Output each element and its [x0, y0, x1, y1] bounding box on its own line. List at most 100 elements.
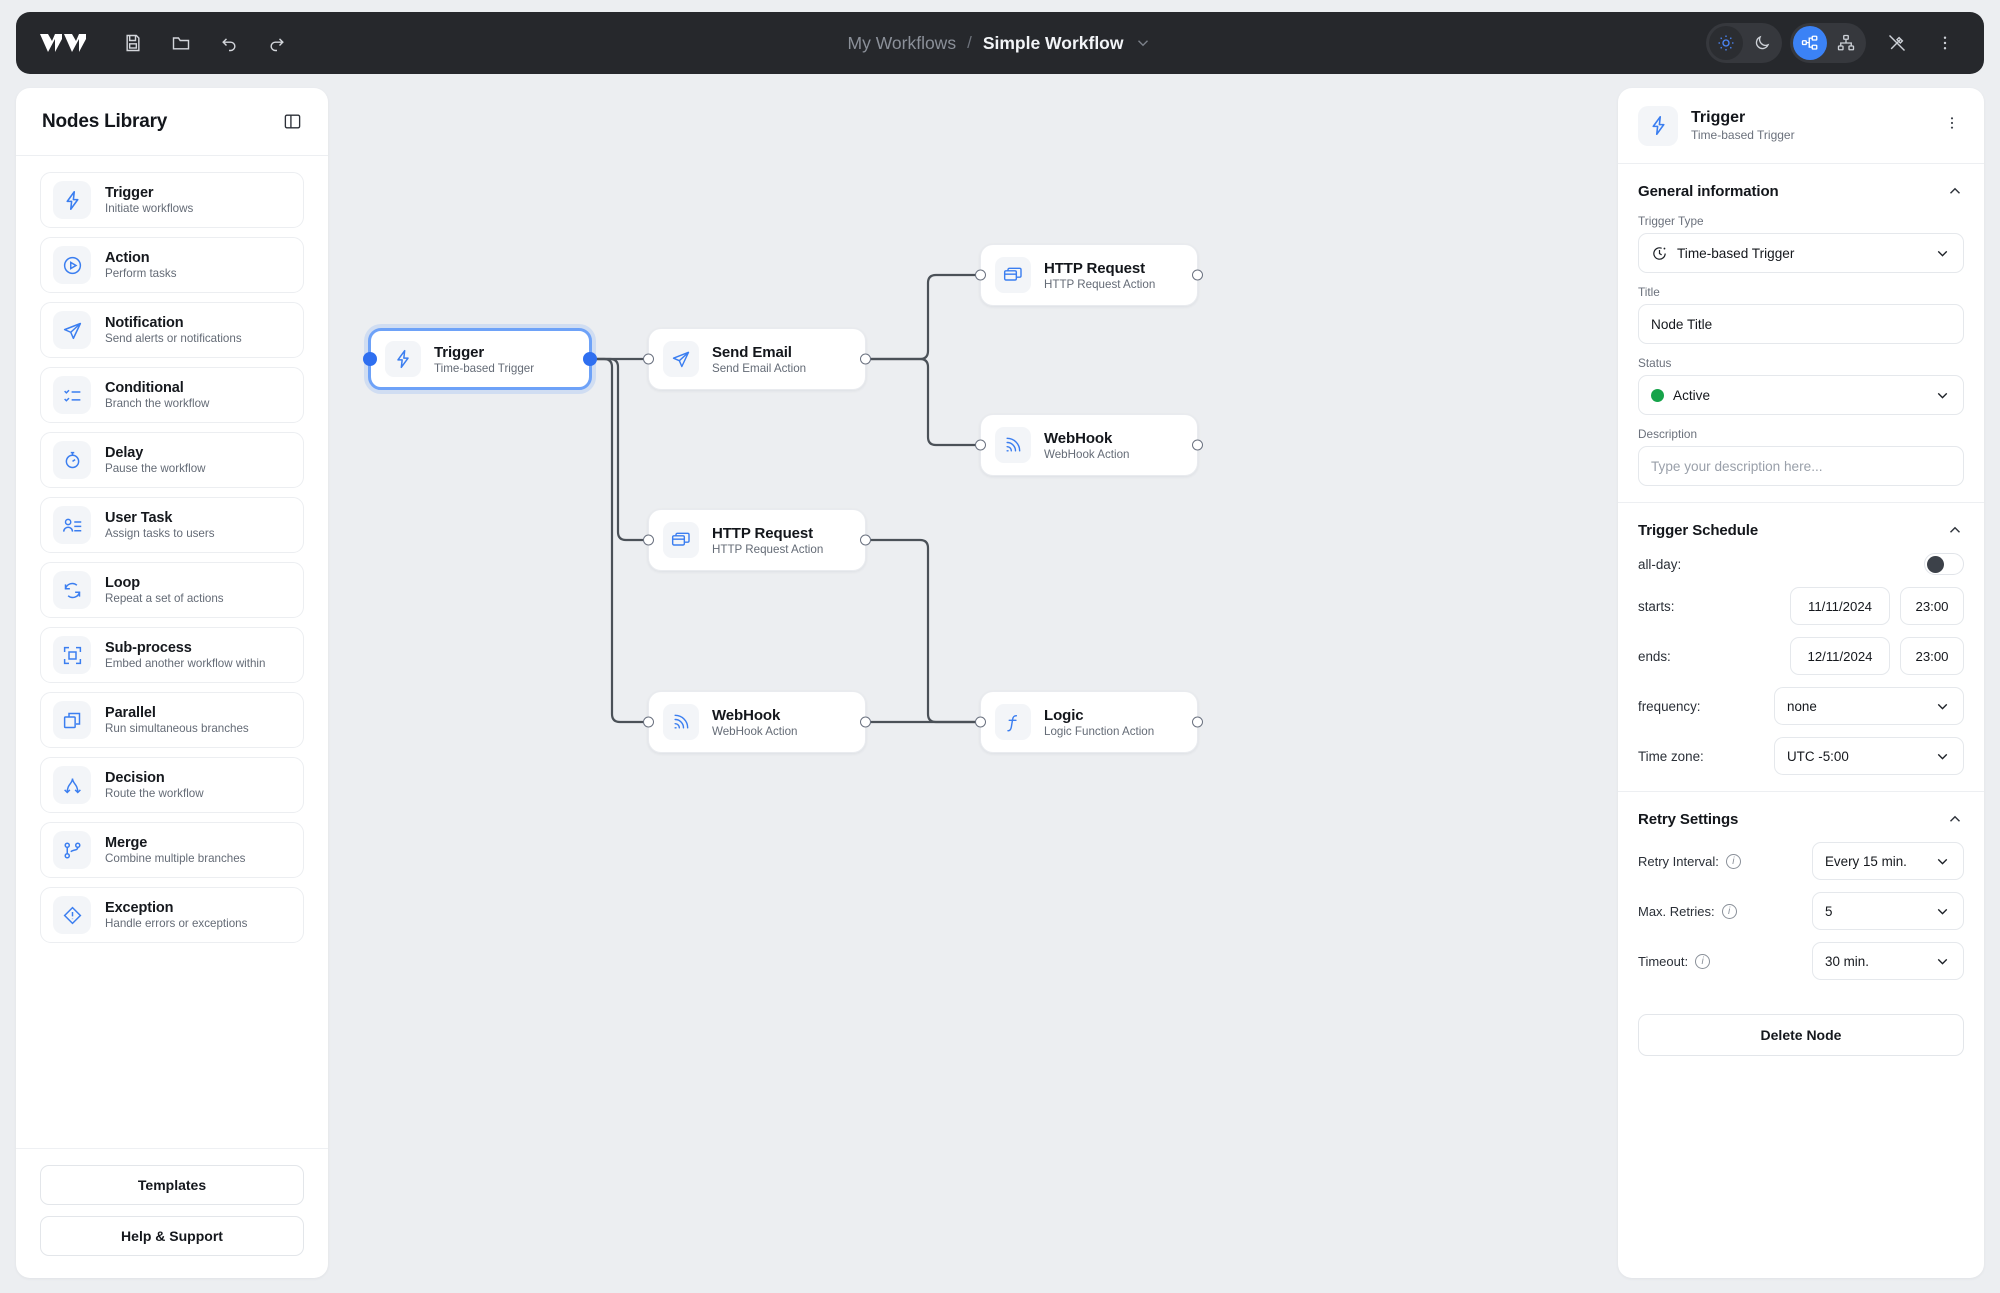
canvas-node-logic[interactable]: Logic Logic Function Action [975, 691, 1203, 753]
node-output-port[interactable] [1192, 439, 1203, 451]
open-folder-icon[interactable] [168, 30, 194, 56]
timeout-select[interactable]: 30 min. [1812, 942, 1964, 980]
timezone-select[interactable]: UTC -5:00 [1774, 737, 1964, 775]
starts-time-input[interactable]: 23:00 [1900, 587, 1964, 625]
sidebar-item-merge[interactable]: Merge Combine multiple branches [40, 822, 304, 878]
title-label: Title [1638, 285, 1660, 299]
node-input-port[interactable] [643, 716, 654, 728]
retry-interval-select[interactable]: Every 15 min. [1812, 842, 1964, 880]
node-input-port[interactable] [363, 352, 377, 366]
save-icon[interactable] [120, 30, 146, 56]
chevron-up-icon[interactable] [1946, 182, 1964, 200]
section-header-schedule[interactable]: Trigger Schedule [1638, 521, 1964, 539]
canvas-node-trigger[interactable]: Trigger Time-based Trigger [363, 328, 597, 390]
description-input[interactable]: Type your description here... [1638, 446, 1964, 486]
sun-icon[interactable] [1709, 26, 1743, 60]
workflow-logo[interactable] [38, 30, 90, 56]
canvas-node-webhook-2[interactable]: WebHook WebHook Action [643, 691, 871, 753]
chevron-up-icon[interactable] [1946, 810, 1964, 828]
node-input-port[interactable] [975, 439, 986, 451]
node-input-port[interactable] [643, 534, 654, 546]
chevron-down-icon[interactable] [1934, 245, 1951, 262]
sidebar-item-exception[interactable]: Exception Handle errors or exceptions [40, 887, 304, 943]
lightning-icon [1638, 105, 1678, 146]
sidebar-item-notification[interactable]: Notification Send alerts or notification… [40, 302, 304, 358]
canvas-node-http-request-1[interactable]: HTTP Request HTTP Request Action [975, 244, 1203, 306]
ends-date-input[interactable]: 12/11/2024 [1790, 637, 1890, 675]
delete-node-button[interactable]: Delete Node [1638, 1014, 1964, 1056]
status-dot-icon [1651, 388, 1664, 402]
decision-icon [53, 766, 91, 804]
panel-collapse-icon[interactable] [283, 112, 302, 131]
node-output-port[interactable] [1192, 716, 1203, 728]
sidebar-item-loop[interactable]: Loop Repeat a set of actions [40, 562, 304, 618]
node-label: Action [105, 250, 150, 266]
section-title: Trigger Schedule [1638, 521, 1759, 539]
canvas-node-subtitle: Logic Function Action [1044, 724, 1155, 738]
canvas-node-subtitle: WebHook Action [1044, 447, 1130, 461]
node-output-port[interactable] [860, 353, 871, 365]
ends-time-input[interactable]: 23:00 [1900, 637, 1964, 675]
redo-icon[interactable] [264, 30, 290, 56]
sidebar-item-decision[interactable]: Decision Route the workflow [40, 757, 304, 813]
frequency-select[interactable]: none [1774, 687, 1964, 725]
chevron-down-icon[interactable] [1934, 903, 1951, 920]
node-input-port[interactable] [643, 353, 654, 365]
sidebar-item-parallel[interactable]: Parallel Run simultaneous branches [40, 692, 304, 748]
chevron-down-icon[interactable] [1134, 34, 1152, 52]
workflow-canvas[interactable]: Trigger Time-based Trigger Send Email Se… [328, 88, 1618, 1278]
chevron-down-icon[interactable] [1934, 748, 1951, 765]
info-icon[interactable]: i [1695, 953, 1711, 969]
breadcrumb-parent[interactable]: My Workflows [847, 32, 957, 53]
max-retries-select[interactable]: 5 [1812, 892, 1964, 930]
canvas-node-http-request-2[interactable]: HTTP Request HTTP Request Action [643, 509, 871, 571]
canvas-node-title: Send Email [712, 343, 792, 361]
sidebar-item-conditional[interactable]: Conditional Branch the workflow [40, 367, 304, 423]
title-input[interactable]: Node Title [1638, 304, 1964, 344]
undo-icon[interactable] [216, 30, 242, 56]
canvas-node-webhook-1[interactable]: WebHook WebHook Action [975, 414, 1203, 476]
panel-subtitle: Time-based Trigger [1691, 128, 1795, 142]
section-title: General information [1638, 182, 1779, 200]
magic-wand-off-icon[interactable] [1880, 26, 1914, 60]
chevron-down-icon[interactable] [1934, 387, 1951, 404]
retry-interval-label: Retry Interval: [1638, 853, 1719, 869]
more-vertical-icon[interactable] [1940, 111, 1964, 140]
node-output-port[interactable] [1192, 269, 1203, 281]
section-header-retry[interactable]: Retry Settings [1638, 810, 1964, 828]
chevron-up-icon[interactable] [1946, 521, 1964, 539]
chevron-down-icon[interactable] [1934, 698, 1951, 715]
node-description: Run simultaneous branches [105, 722, 249, 735]
sidebar-item-user-task[interactable]: User Task Assign tasks to users [40, 497, 304, 553]
templates-button[interactable]: Templates [40, 1165, 304, 1205]
canvas-node-send-email[interactable]: Send Email Send Email Action [643, 328, 871, 390]
stopwatch-icon [53, 441, 91, 479]
tree-layout-icon[interactable] [1829, 26, 1863, 60]
all-day-toggle[interactable] [1924, 553, 1964, 575]
info-icon[interactable]: i [1725, 853, 1741, 869]
node-input-port[interactable] [975, 269, 986, 281]
canvas-node-title: Logic [1044, 706, 1084, 724]
node-output-port[interactable] [860, 534, 871, 546]
help-support-button[interactable]: Help & Support [40, 1216, 304, 1256]
starts-date-input[interactable]: 11/11/2024 [1790, 587, 1890, 625]
chevron-down-icon[interactable] [1934, 953, 1951, 970]
moon-icon[interactable] [1745, 26, 1779, 60]
node-label: Loop [105, 575, 141, 591]
sidebar-item-trigger[interactable]: Trigger Initiate workflows [40, 172, 304, 228]
graph-layout-icon[interactable] [1793, 26, 1827, 60]
sidebar-item-sub-process[interactable]: Sub-process Embed another workflow withi… [40, 627, 304, 683]
sidebar-item-action[interactable]: Action Perform tasks [40, 237, 304, 293]
status-select[interactable]: Active [1638, 375, 1964, 415]
info-icon[interactable]: i [1721, 903, 1737, 919]
node-input-port[interactable] [975, 716, 986, 728]
sidebar-item-delay[interactable]: Delay Pause the workflow [40, 432, 304, 488]
node-label: Parallel [105, 705, 156, 721]
section-header-general[interactable]: General information [1638, 182, 1964, 200]
chevron-down-icon[interactable] [1934, 853, 1951, 870]
trigger-type-select[interactable]: Time-based Trigger [1638, 233, 1964, 273]
node-output-port[interactable] [860, 716, 871, 728]
node-output-port[interactable] [583, 352, 597, 366]
canvas-node-title: HTTP Request [1044, 259, 1146, 277]
more-vertical-icon[interactable] [1928, 26, 1962, 60]
